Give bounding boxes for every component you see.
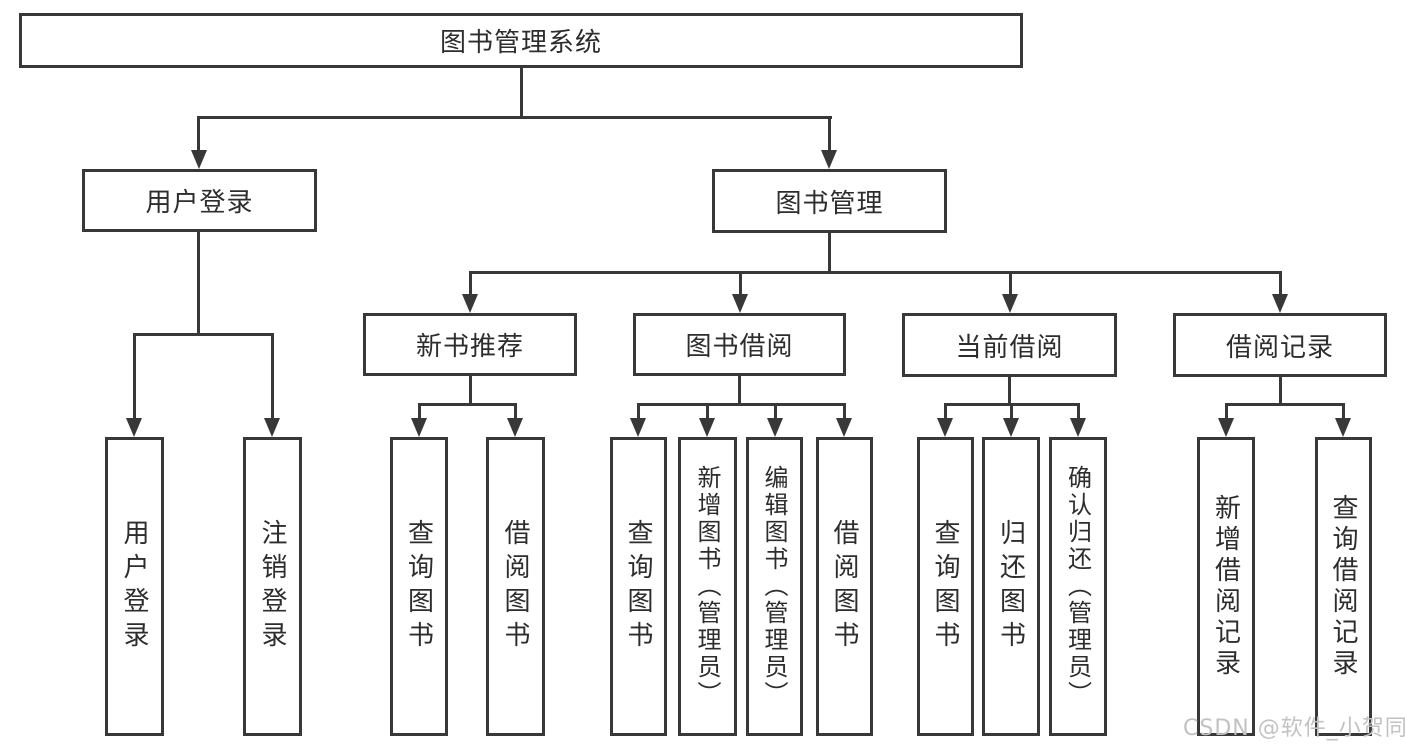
connector-line [738,376,741,406]
connector-line [418,403,421,421]
connector-line [469,376,472,406]
arrow-down-icon [462,294,478,313]
arrow-down-icon [836,418,852,437]
csdn-watermark: CSDN @软件_小贺同学 [1183,716,1405,741]
arrow-down-icon [937,418,953,437]
leaf-add-books-admin: 新增图书（管理员） [678,437,737,736]
connector-line [520,68,523,119]
arrow-down-icon [699,418,715,437]
leaf-query-books: 查询图书 [610,437,667,736]
leaf-query-books: 查询图书 [390,437,448,736]
node-current-borrowing: 当前借阅 [902,313,1117,377]
connector-line [828,116,831,154]
leaf-edit-books-admin: 编辑图书（管理员） [746,437,803,736]
node-book-borrowing: 图书借阅 [633,313,846,376]
connector-line [197,116,200,154]
arrow-down-icon [630,418,646,437]
leaf-logout: 注销登录 [243,437,302,736]
node-borrowing-records: 借阅记录 [1173,313,1387,377]
connector-line [197,116,832,119]
leaf-add-borrow-record: 新增借阅记录 [1197,437,1255,736]
leaf-borrow-books: 借阅图书 [486,437,545,736]
arrow-down-icon [264,418,280,437]
connector-line [739,271,742,297]
node-library-management-system: 图书管理系统 [19,13,1023,68]
node-book-management: 图书管理 [712,169,947,233]
arrow-down-icon [1218,418,1234,437]
arrow-down-icon [732,294,748,313]
leaf-query-borrow-record: 查询借阅记录 [1315,437,1372,736]
connector-line [944,403,947,421]
arrow-down-icon [191,150,207,169]
connector-line [637,403,845,406]
connector-line [1009,271,1012,297]
node-user-login: 用户登录 [82,169,317,232]
connector-line [774,403,777,421]
arrow-down-icon [821,150,837,169]
leaf-confirm-return-admin: 确认归还（管理员） [1049,437,1107,736]
arrow-down-icon [1003,418,1019,437]
connector-line [637,403,640,421]
arrow-down-icon [1272,294,1288,313]
connector-line [133,333,136,420]
node-new-book-recommendation: 新书推荐 [363,313,577,376]
leaf-return-books: 归还图书 [982,437,1040,736]
arrow-down-icon [1335,418,1351,437]
leaf-query-books: 查询图书 [917,437,974,736]
arrow-down-icon [1070,418,1086,437]
connector-line [271,333,274,420]
connector-line [1279,377,1282,406]
connector-line [1010,403,1013,421]
connector-line [469,271,1281,274]
arrow-down-icon [767,418,783,437]
connector-line [828,233,831,274]
arrow-down-icon [1002,294,1018,313]
connector-line [133,333,274,336]
connector-line [418,403,516,406]
connector-line [843,403,846,421]
connector-line [706,403,709,421]
connector-line [514,403,517,421]
connector-line [1225,403,1228,421]
leaf-user-login: 用户登录 [105,437,164,736]
arrow-down-icon [507,418,523,437]
arrow-down-icon [411,418,427,437]
connector-line [1342,403,1345,421]
connector-line [1225,403,1345,406]
connector-line [1008,377,1011,406]
leaf-borrow-books: 借阅图书 [816,437,873,736]
connector-line [1279,271,1282,297]
connector-line [197,232,200,336]
connector-line [469,271,472,297]
connector-line [1077,403,1080,421]
arrow-down-icon [126,418,142,437]
